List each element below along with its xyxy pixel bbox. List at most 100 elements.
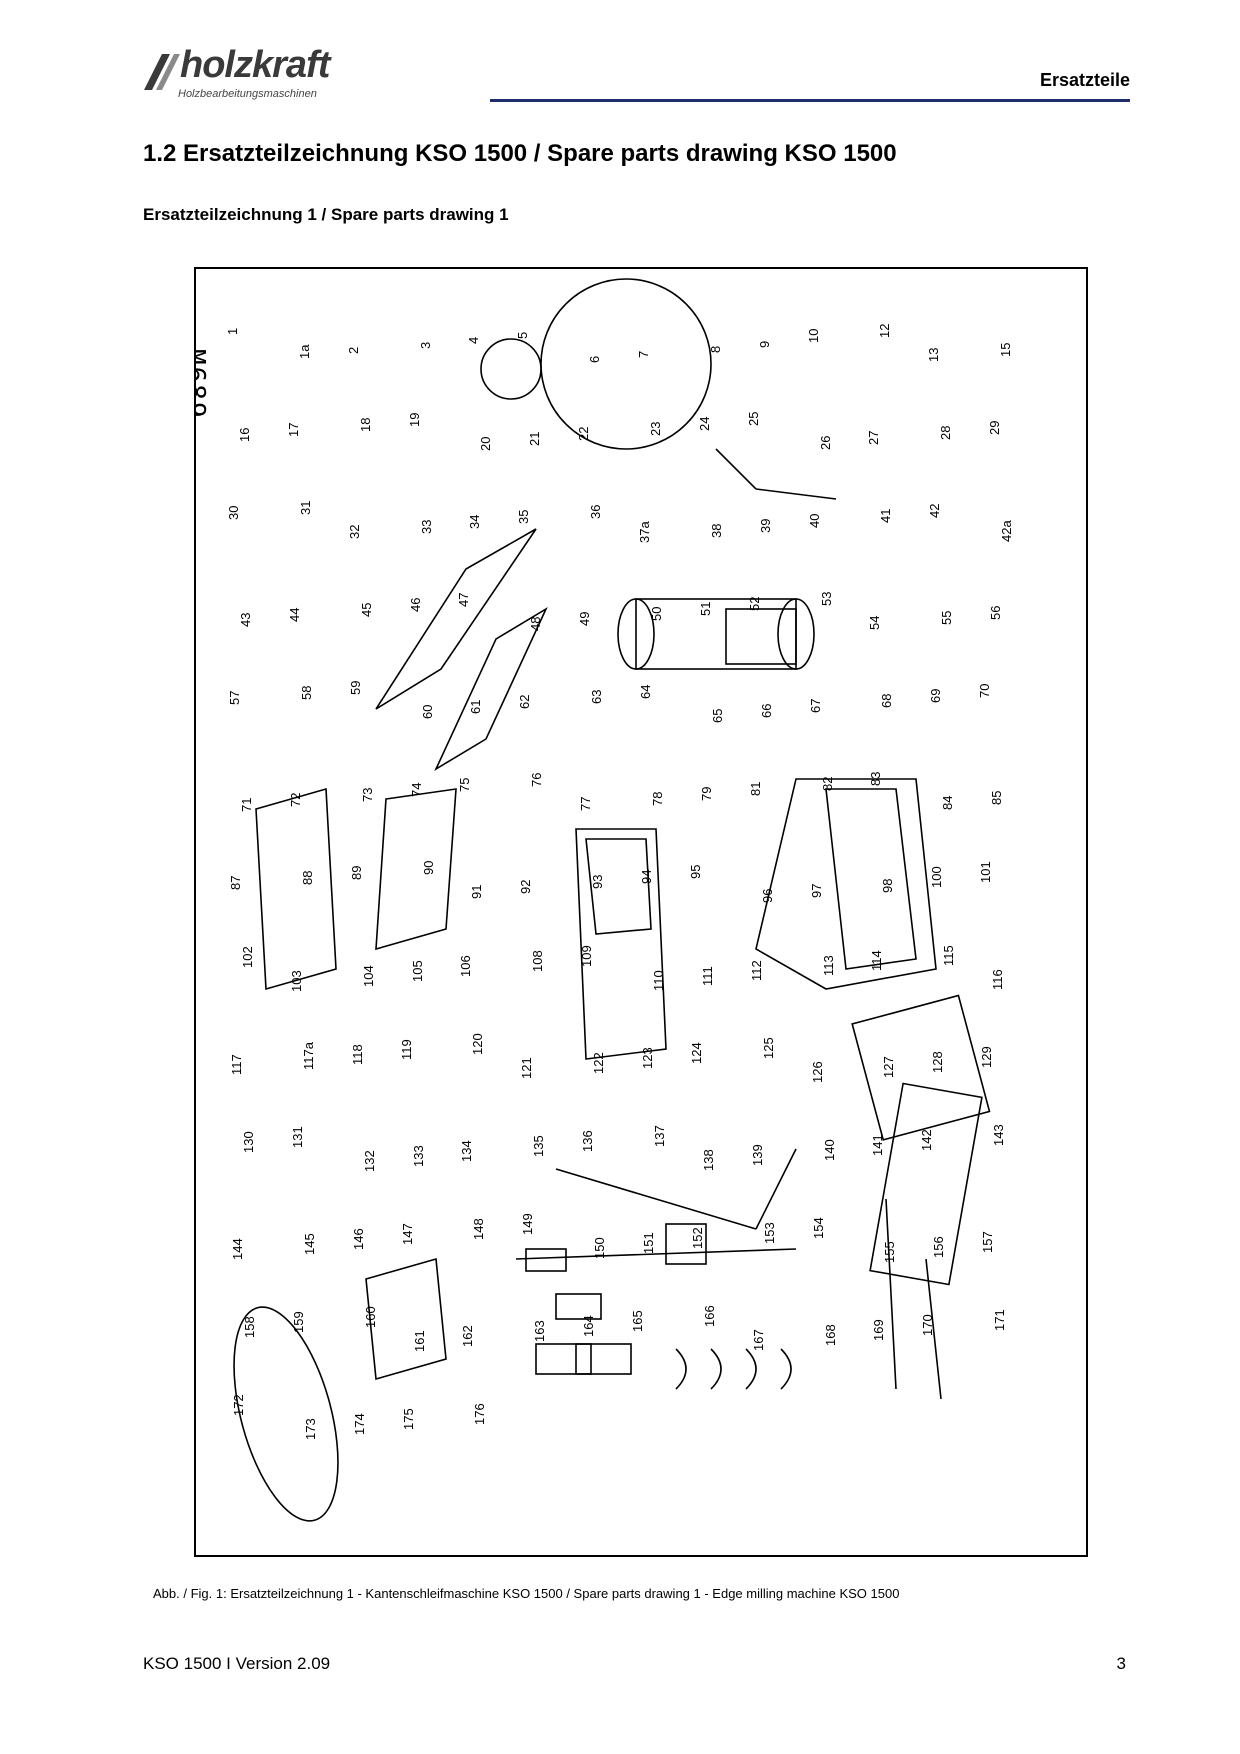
part-number-callout: 85 [989,790,1005,805]
part-number-callout: 63 [589,689,605,704]
part-number-callout: 66 [758,703,774,718]
part-number-callout: 69 [928,688,944,703]
part-number-callout: 27 [866,430,882,445]
part-number-callout: 13 [926,347,942,362]
part-number-callout: 52 [746,596,762,611]
part-number-callout: 109 [579,945,595,967]
part-number-callout: 172 [231,1394,246,1416]
part-number-callout: 3 [417,341,433,349]
part-number-callout: 165 [630,1310,645,1332]
part-number-callout: 17 [285,422,301,437]
part-number-callout: 61 [468,699,484,714]
part-number-callout: 32 [346,524,362,539]
part-number-callout: 79 [698,786,714,801]
part-number-callout: 171 [992,1309,1008,1331]
holzkraft-logo: holzkraft Holzbearbeitungsmaschinen [140,44,430,108]
part-number-callout: 43 [238,612,253,627]
part-number-callout: 38 [708,523,724,538]
figure-caption: Abb. / Fig. 1: Ersatzteilzeichnung 1 - K… [153,1586,900,1601]
part-number-callout: 114 [869,950,885,971]
footer-page-number: 3 [1116,1654,1126,1673]
part-number-callout: 72 [287,792,303,807]
part-number-callout: 92 [518,879,534,894]
part-number-callout: 129 [979,1046,995,1068]
part-number-callout: 4 [466,336,482,344]
part-number-callout: 5 [515,331,531,339]
part-number-callout: 145 [301,1233,317,1255]
part-number-callout: 125 [760,1037,776,1059]
part-number-callout: 64 [638,684,653,699]
part-number-callout: 169 [871,1319,887,1341]
part-number-callout: 48 [528,616,544,631]
part-number-callout: 55 [939,610,955,625]
part-number-callout: 36 [588,504,604,519]
part-number-callout: 9 [756,340,772,348]
part-number-callout: 96 [759,888,775,903]
part-number-callout: 73 [359,787,375,802]
part-number-callout: 147 [399,1223,415,1245]
part-number-callout: 149 [520,1213,536,1235]
part-number-callout: 28 [938,425,954,440]
part-number-callout: 84 [940,795,956,810]
part-number-callout: 33 [418,519,434,534]
part-number-callout: 25 [745,411,761,426]
part-number-callout: 116 [990,969,1006,990]
part-number-callout: 101 [978,861,994,883]
part-number-callout: 151 [641,1232,656,1254]
part-number-callout: 56 [988,605,1004,620]
part-number-callout: 103 [288,970,304,992]
part-number-callout: 91 [469,884,485,899]
part-number-callout: 42a [999,520,1015,542]
part-number-callout: 70 [977,683,993,698]
part-number-callout: 102 [240,946,255,968]
part-number-callout: 60 [419,704,435,719]
part-number-callout: 76 [529,772,545,787]
part-number-callout: 106 [458,955,474,977]
part-number-callout: 175 [400,1408,416,1430]
part-number-callout: 128 [930,1051,946,1073]
part-number-callout: 115 [941,945,957,966]
part-number-callout: 139 [749,1144,765,1166]
part-number-callout: 104 [360,965,376,987]
part-number-callout: 146 [350,1228,366,1250]
part-number-callout: 41 [878,508,894,523]
part-number-callout: 162 [460,1325,476,1347]
part-number-callout: 163 [532,1320,548,1342]
part-number-callout: 20 [478,436,494,451]
part-number-callout: 71 [239,797,254,812]
spare-parts-drawing: M689 [194,267,1088,1557]
exploded-view-sketch [233,278,991,1522]
part-number-callout: 122 [591,1052,607,1074]
header-rule [490,99,1130,102]
part-number-callout: 159 [290,1311,306,1333]
part-number-callout: 132 [361,1150,377,1172]
part-number-callout: 168 [822,1324,838,1346]
part-number-callout: 29 [987,420,1003,435]
part-number-callout: 135 [531,1135,547,1157]
part-number-callout: 65 [709,708,725,723]
part-number-callout: 51 [697,601,713,616]
part-number-callout: 58 [298,685,314,700]
part-number-callout: 131 [289,1126,305,1148]
part-number-callout: 88 [299,870,315,885]
part-number-callout: 118 [349,1044,365,1065]
part-number-callout: 77 [578,796,594,811]
part-number-callout: 148 [471,1218,487,1240]
brand-tagline: Holzbearbeitungsmaschinen [178,88,317,100]
part-number-callout: 54 [867,615,883,630]
part-number-callout: 120 [470,1033,486,1055]
part-number-callout: 112 [748,960,764,981]
part-number-callout: 138 [700,1149,716,1171]
part-number-callout: 164 [581,1315,597,1337]
part-number-callout: 111 [699,966,715,986]
part-number-callout: 12 [877,323,893,338]
part-number-callout: 62 [517,694,533,709]
part-number-callout: 153 [761,1222,777,1244]
part-number-callout: 130 [241,1131,256,1153]
part-number-callout: 105 [409,960,425,982]
part-number-callout: 68 [879,693,895,708]
part-number-callout: 67 [807,698,823,713]
part-number-callout: 161 [411,1330,427,1352]
part-number-callout: 152 [689,1227,705,1249]
part-number-callout: 141 [870,1134,886,1156]
